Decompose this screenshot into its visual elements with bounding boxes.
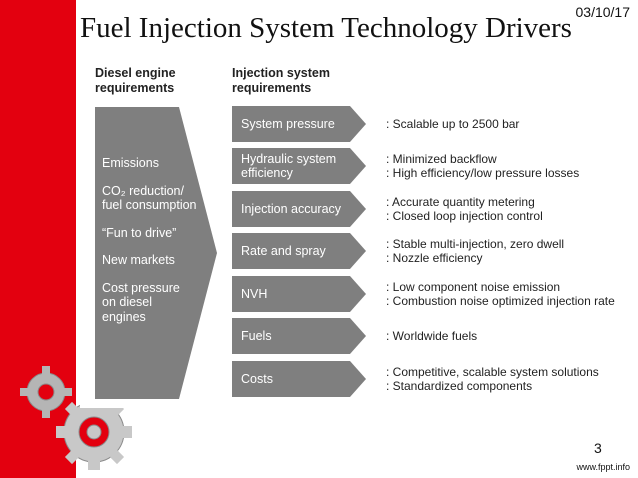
detail-line: : Nozzle efficiency — [386, 251, 483, 265]
diesel-item-text: Emissions — [102, 156, 159, 170]
requirement-details: : Minimized backflow : High efficiency/l… — [386, 146, 636, 186]
diesel-item-text: Cost pressure — [102, 280, 180, 295]
requirement-label: Fuels — [241, 318, 353, 354]
requirement-arrow-shape — [232, 361, 366, 397]
requirement-rate-and-spray: Rate and spray — [232, 233, 367, 269]
detail-line: : High efficiency/low pressure losses — [386, 166, 580, 180]
requirement-hydraulic-efficiency: Hydraulic system efficiency — [232, 148, 367, 184]
date-label: 03/10/17 — [575, 4, 631, 20]
requirement-nvh: NVH — [232, 276, 367, 312]
requirement-label: Hydraulic system efficiency — [241, 148, 353, 184]
diesel-item-text: on diesel — [102, 295, 153, 309]
diesel-item-text: fuel consumption — [102, 198, 197, 212]
detail-line: : Minimized backflow — [386, 151, 497, 166]
diesel-item: Cost pressure on diesel engines — [102, 281, 214, 325]
middle-heading-line2: requirements — [232, 81, 312, 95]
diesel-requirements-list: Emissions CO₂ reduction/ fuel consumptio… — [102, 156, 214, 337]
middle-column-heading: Injection system requirements — [232, 66, 330, 96]
requirement-arrow-shape — [232, 106, 366, 142]
requirement-arrow-shape — [232, 148, 366, 184]
requirement-label: Injection accuracy — [241, 191, 353, 227]
diesel-item-text: engines — [102, 309, 146, 324]
requirement-label: NVH — [241, 276, 353, 312]
requirement-label: System pressure — [241, 106, 353, 142]
requirement-fuels: Fuels — [232, 318, 367, 354]
requirement-arrow-shape — [232, 233, 366, 269]
left-column-heading: Diesel engine requirements — [95, 66, 176, 96]
detail-line: : Accurate quantity metering — [386, 194, 535, 209]
page-title: Fuel Injection System Technology Drivers — [80, 12, 572, 44]
requirement-label-text: Costs — [241, 372, 273, 386]
detail-line: : Scalable up to 2500 bar — [386, 116, 520, 131]
requirement-label: Costs — [241, 361, 353, 397]
detail-line: : Combustion noise optimized injection r… — [386, 294, 615, 308]
diesel-item-text: New markets — [102, 253, 175, 267]
requirement-details: : Low component noise emission : Combust… — [386, 274, 636, 314]
requirement-label-text: Fuels — [241, 329, 272, 343]
requirement-label-text: efficiency — [241, 166, 293, 180]
requirement-costs: Costs — [232, 361, 367, 397]
requirement-details: : Accurate quantity metering : Closed lo… — [386, 189, 636, 229]
requirement-label-text: Hydraulic system — [241, 152, 337, 166]
diesel-item: Emissions — [102, 156, 214, 171]
detail-line: : Closed loop injection control — [386, 209, 543, 223]
requirement-label-text: System pressure — [241, 117, 335, 131]
left-heading-line2: requirements — [95, 81, 175, 95]
requirement-label-text: Rate and spray — [241, 244, 326, 258]
requirement-details: : Stable multi-injection, zero dwell : N… — [386, 231, 636, 271]
diesel-item: CO₂ reduction/ fuel consumption — [102, 184, 214, 213]
requirement-system-pressure: System pressure — [232, 106, 367, 142]
diesel-requirements-arrow — [95, 107, 217, 399]
detail-line: : Standardized components — [386, 379, 533, 393]
detail-line: : Competitive, scalable system solutions — [386, 364, 599, 379]
diesel-item-text: “Fun to drive” — [102, 225, 177, 240]
middle-heading-line1: Injection system — [232, 66, 330, 80]
diesel-item: “Fun to drive” — [102, 226, 214, 241]
requirement-label: Rate and spray — [241, 233, 353, 269]
requirement-injection-accuracy: Injection accuracy — [232, 191, 367, 227]
requirement-arrow-shape — [232, 318, 366, 354]
diesel-item: New markets — [102, 253, 214, 268]
page-number: 3 — [594, 440, 602, 456]
requirement-arrow-shape — [232, 276, 366, 312]
requirement-label-text: NVH — [241, 287, 268, 301]
detail-line: : Worldwide fuels — [386, 328, 478, 343]
requirement-details: : Worldwide fuels — [386, 316, 636, 356]
left-heading-line1: Diesel engine — [95, 66, 176, 80]
requirement-label-text: Injection accuracy — [241, 202, 342, 216]
requirement-details: : Scalable up to 2500 bar — [386, 104, 636, 144]
detail-line: : Stable multi-injection, zero dwell — [386, 236, 565, 251]
footer-url: www.fppt.info — [576, 462, 630, 472]
requirement-details: : Competitive, scalable system solutions… — [386, 359, 636, 399]
diesel-item-text: CO₂ reduction/ — [102, 183, 184, 198]
detail-line: : Low component noise emission — [386, 279, 561, 294]
requirement-arrow-shape — [232, 191, 366, 227]
